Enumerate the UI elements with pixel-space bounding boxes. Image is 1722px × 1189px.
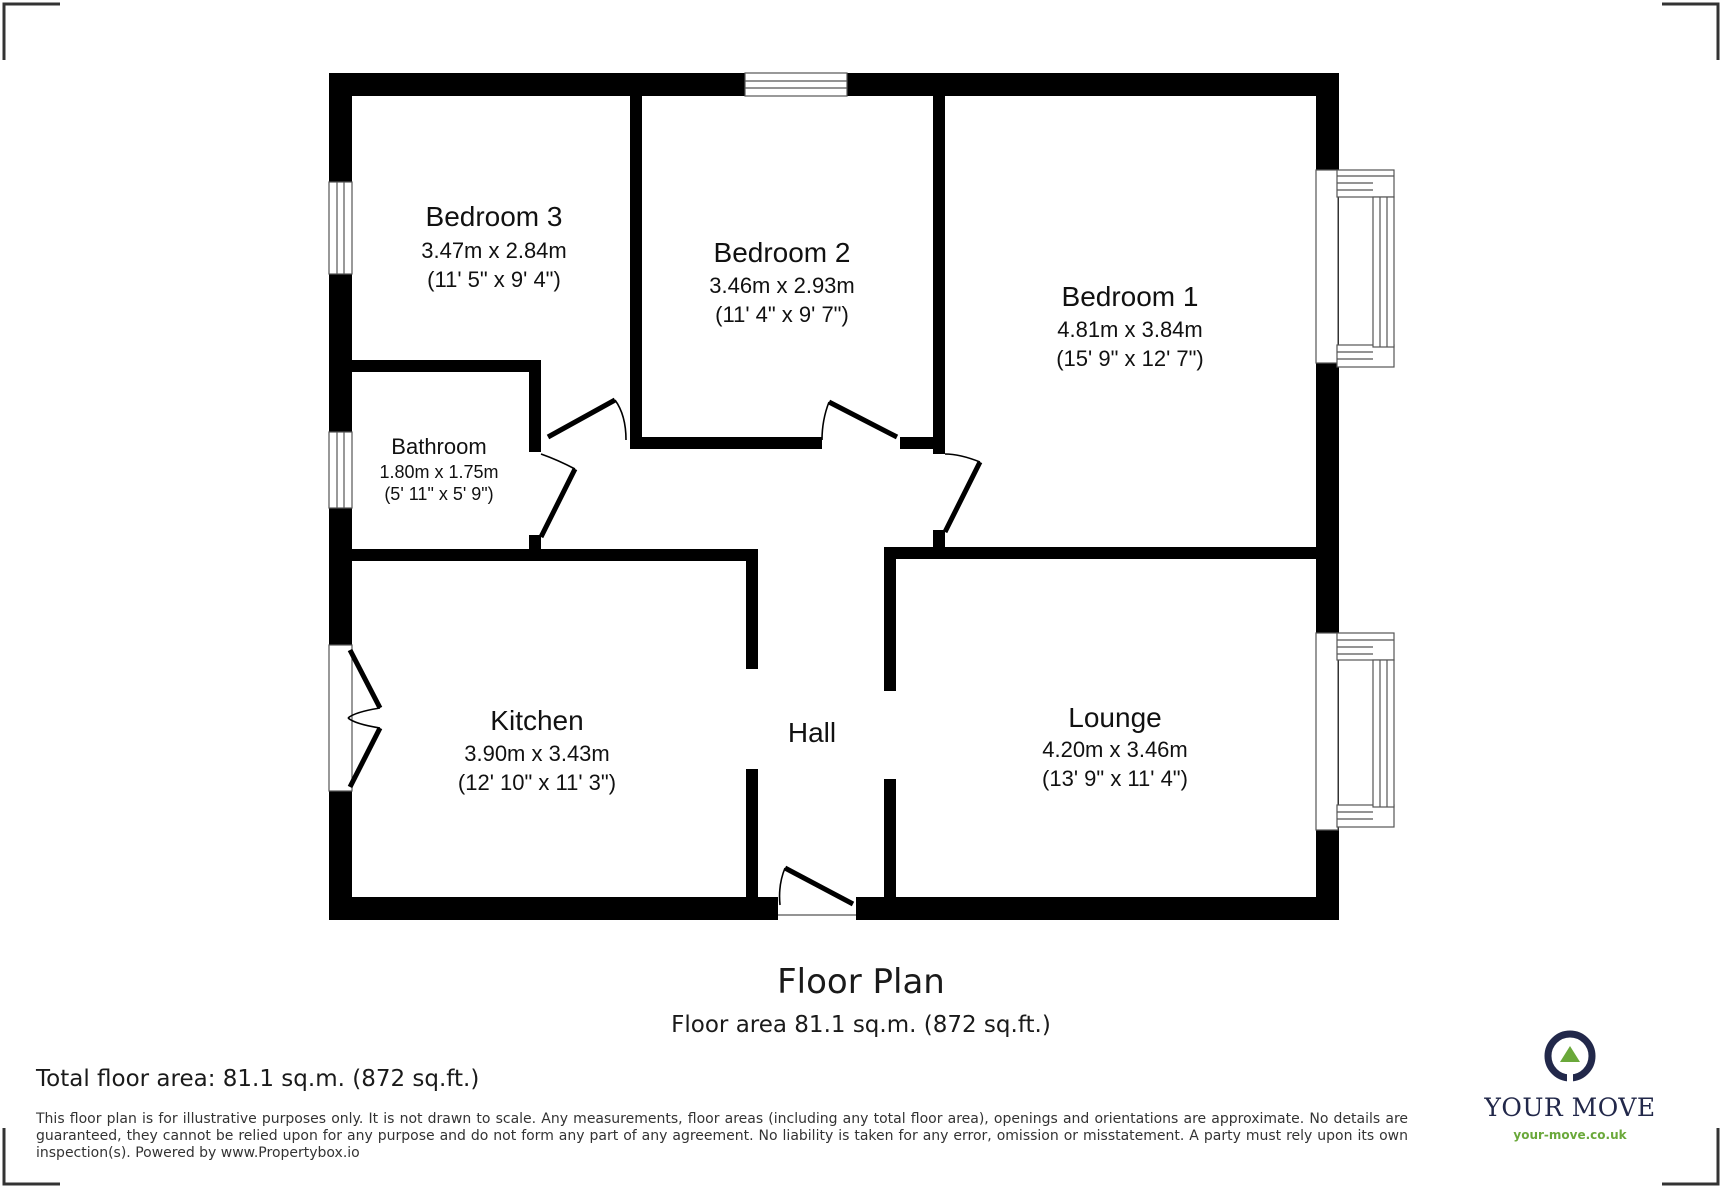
- kitchen-imperial: (12' 10" x 11' 3"): [458, 770, 616, 795]
- room-label-lounge: Lounge 4.20m x 3.46m (13' 9" x 11' 4"): [1042, 702, 1188, 791]
- room-label-bathroom: Bathroom 1.80m x 1.75m (5' 11" x 5' 9"): [379, 434, 498, 504]
- room-label-bedroom1: Bedroom 1 4.81m x 3.84m (15' 9" x 12' 7"…: [1056, 281, 1204, 371]
- interior-walls: [352, 96, 1316, 897]
- bay-window-bedroom1: [1315, 169, 1395, 368]
- hall-name: Hall: [788, 717, 836, 748]
- kitchen-side-door: [328, 644, 383, 792]
- total-floor-area: Total floor area: 81.1 sq.m. (872 sq.ft.…: [36, 1066, 480, 1092]
- room-label-kitchen: Kitchen 3.90m x 3.43m (12' 10" x 11' 3"): [458, 705, 616, 795]
- bathroom-name: Bathroom: [391, 434, 486, 459]
- brand-name: YOUR MOVE: [1484, 1093, 1656, 1122]
- bedroom2-imperial: (11' 4" x 9' 7"): [715, 302, 849, 327]
- kitchen-name: Kitchen: [490, 705, 583, 736]
- windows: [328, 72, 1395, 831]
- bedroom2-name: Bedroom 2: [714, 237, 851, 268]
- window-bedroom3: [328, 181, 353, 275]
- door-bathroom: [538, 453, 578, 539]
- bedroom3-metric: 3.47m x 2.84m: [421, 238, 567, 263]
- lounge-name: Lounge: [1068, 702, 1161, 733]
- bay-window-lounge: [1315, 632, 1395, 831]
- bedroom2-metric: 3.46m x 2.93m: [709, 273, 855, 298]
- door-bedroom1: [942, 453, 983, 534]
- bedroom1-name: Bedroom 1: [1062, 281, 1199, 312]
- room-label-bedroom2: Bedroom 2 3.46m x 2.93m (11' 4" x 9' 7"): [709, 237, 855, 327]
- doors: [538, 397, 983, 920]
- bedroom1-imperial: (15' 9" x 12' 7"): [1056, 346, 1204, 371]
- room-label-hall: Hall: [788, 717, 836, 748]
- plan-floor-area: Floor area 81.1 sq.m. (872 sq.ft.): [671, 1012, 1051, 1038]
- door-bedroom2: [821, 399, 899, 441]
- bedroom1-metric: 4.81m x 3.84m: [1057, 317, 1203, 342]
- front-door: [778, 865, 856, 920]
- room-label-bedroom3: Bedroom 3 3.47m x 2.84m (11' 5" x 9' 4"): [421, 201, 567, 292]
- disclaimer-text: This floor plan is for illustrative purp…: [36, 1111, 1408, 1161]
- kitchen-metric: 3.90m x 3.43m: [464, 741, 610, 766]
- lounge-imperial: (13' 9" x 11' 4"): [1042, 766, 1188, 791]
- your-move-logo-icon: [1544, 1030, 1596, 1084]
- bathroom-imperial: (5' 11" x 5' 9"): [384, 484, 493, 504]
- lounge-metric: 4.20m x 3.46m: [1042, 737, 1188, 762]
- brand-logo: YOUR MOVE your-move.co.uk: [1470, 1028, 1670, 1142]
- window-bedroom2: [744, 72, 848, 97]
- bathroom-metric: 1.80m x 1.75m: [379, 462, 498, 482]
- brand-url: your-move.co.uk: [1513, 1128, 1627, 1142]
- door-bedroom3: [546, 397, 627, 441]
- window-bathroom: [328, 431, 353, 509]
- bedroom3-imperial: (11' 5" x 9' 4"): [427, 267, 561, 292]
- plan-title: Floor Plan: [777, 962, 945, 1002]
- bedroom3-name: Bedroom 3: [426, 201, 563, 232]
